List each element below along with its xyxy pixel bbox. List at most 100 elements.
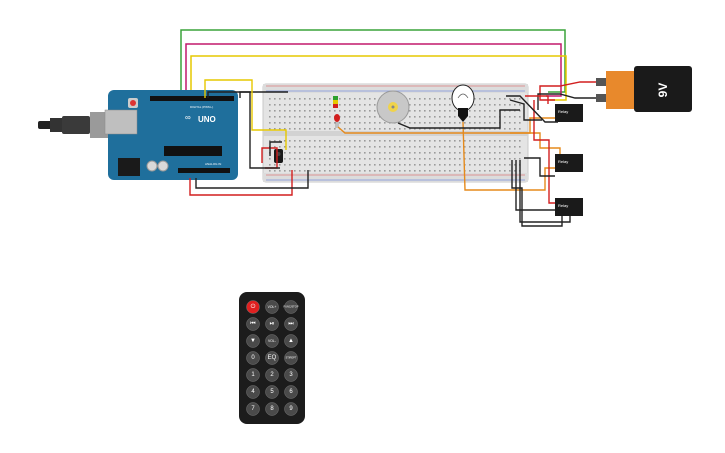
- red-wire-relay-chain[interactable]: [533, 100, 555, 204]
- analog-header: [178, 168, 230, 173]
- digit-1-button-label: 1: [251, 372, 255, 378]
- next-button[interactable]: ⏭: [284, 317, 298, 331]
- digit-7-button-label: 7: [251, 406, 255, 412]
- vol-up-button-circle[interactable]: [265, 300, 279, 314]
- digit-5-button-circle[interactable]: [265, 385, 279, 399]
- black-wire-arduino-left[interactable]: [239, 91, 280, 169]
- battery-9v: 9V: [596, 66, 692, 112]
- up-button[interactable]: ▲: [284, 334, 298, 348]
- digit-2-button[interactable]: 2: [265, 368, 279, 382]
- black-wire-relay-6[interactable]: [509, 99, 542, 121]
- power-button-label: ⏻: [251, 303, 256, 310]
- vol-down-button-label: VOL-: [268, 339, 276, 343]
- digit-8-button-circle[interactable]: [265, 402, 279, 416]
- red-wire-relay-short[interactable]: [525, 95, 549, 104]
- digit-3-button-circle[interactable]: [284, 368, 298, 382]
- down-button-label: ▼: [250, 338, 256, 344]
- led-bar: [333, 96, 338, 108]
- black-wire-gnd-bottom[interactable]: [195, 170, 309, 189]
- ir-remote: ⏻ VOL+ FUNC/STOP ⏮ ⏯ ⏭ ▼ VOL- ▲ 0 EQ ST/REPT 1 2 3 4 5 6 7…: [239, 292, 305, 424]
- down-button[interactable]: ▼: [246, 334, 260, 348]
- vol-down-button-circle[interactable]: [265, 334, 279, 348]
- play-pause-button[interactable]: ⏯: [265, 317, 279, 331]
- black-wire-relay-4[interactable]: [524, 157, 555, 177]
- digit-9-button-label: 9: [289, 406, 293, 412]
- vol-down-button[interactable]: VOL-: [265, 334, 279, 348]
- red-wire-battery[interactable]: [539, 81, 596, 101]
- black-wire-motor[interactable]: [397, 109, 520, 129]
- play-pause-button-circle[interactable]: [265, 317, 279, 331]
- zero-button-circle[interactable]: [246, 351, 260, 365]
- down-button-circle[interactable]: [246, 334, 260, 348]
- light-bulb: [451, 84, 475, 122]
- yellow-wire-ir-signal[interactable]: [204, 79, 287, 150]
- digit-5-button-label: 5: [270, 389, 274, 395]
- orange-wire-breadboard-relay[interactable]: [510, 132, 561, 154]
- digit-1-button-circle[interactable]: [246, 368, 260, 382]
- digital-header-label: DIGITAL (PWM~): [190, 105, 213, 109]
- digit-6-button-label: 6: [289, 389, 293, 395]
- black-wire-relay-5[interactable]: [506, 95, 558, 123]
- digit-8-button[interactable]: 8: [265, 402, 279, 416]
- breadboard-components: [274, 84, 475, 163]
- black-wire-battery[interactable]: [537, 93, 596, 110]
- black-wire-arduino-gnd[interactable]: [207, 91, 288, 98]
- eq-button[interactable]: EQ: [265, 351, 279, 365]
- digit-7-button[interactable]: 7: [246, 402, 260, 416]
- power-button[interactable]: ⏻: [246, 300, 260, 314]
- digit-5-button[interactable]: 5: [265, 385, 279, 399]
- relay-middle-label: Relay: [558, 159, 568, 164]
- digit-8-button-label: 8: [270, 406, 274, 412]
- digit-3-button-label: 3: [289, 372, 293, 378]
- power-jack: [118, 158, 140, 176]
- digit-9-button-circle[interactable]: [284, 402, 298, 416]
- black-wire-relay-1[interactable]: [511, 160, 563, 227]
- play-pause-button-label: ⏯: [270, 321, 275, 327]
- black-wire-ir-gnd[interactable]: [269, 141, 282, 156]
- arduino-brand-label: UNO: [198, 115, 216, 124]
- black-wire-relay-3[interactable]: [519, 160, 571, 223]
- next-button-label: ⏭: [288, 321, 294, 327]
- up-button-circle[interactable]: [284, 334, 298, 348]
- st-rept-button-circle[interactable]: [284, 351, 298, 365]
- power-button-circle[interactable]: [246, 300, 260, 314]
- arduino-logo: ∞: [185, 113, 191, 122]
- func-stop-button[interactable]: FUNC/STOP: [284, 300, 299, 314]
- next-button-circle[interactable]: [284, 317, 298, 331]
- digit-6-button[interactable]: 6: [284, 385, 298, 399]
- reset-button-cap[interactable]: [130, 100, 136, 106]
- st-rept-button[interactable]: ST/REPT: [284, 351, 298, 365]
- digit-2-button-circle[interactable]: [265, 368, 279, 382]
- yellow-wire-top[interactable]: [190, 55, 567, 101]
- zero-button-label: 0: [251, 355, 255, 361]
- eq-button-circle[interactable]: [265, 351, 279, 365]
- green-wire[interactable]: [180, 29, 566, 98]
- relay-middle: Relay: [555, 154, 583, 172]
- red-wire-5v[interactable]: [189, 170, 293, 196]
- magenta-wire[interactable]: [185, 43, 562, 98]
- vol-up-button[interactable]: VOL+: [265, 300, 279, 314]
- ir-receiver: [274, 149, 283, 163]
- atmega-chip: [164, 146, 222, 156]
- prev-button-circle[interactable]: [246, 317, 260, 331]
- digit-9-button[interactable]: 9: [284, 402, 298, 416]
- prev-button[interactable]: ⏮: [246, 317, 260, 331]
- digit-1-button[interactable]: 1: [246, 368, 260, 382]
- st-rept-button-label: ST/REPT: [286, 356, 297, 360]
- digit-7-button-circle[interactable]: [246, 402, 260, 416]
- digit-4-button[interactable]: 4: [246, 385, 260, 399]
- zero-button[interactable]: 0: [246, 351, 260, 365]
- func-stop-button-circle[interactable]: [284, 300, 298, 314]
- analog-header-label: ANALOG IN: [205, 162, 221, 166]
- digit-3-button[interactable]: 3: [284, 368, 298, 382]
- relay-bottom: Relay: [555, 198, 583, 216]
- relay-bottom-label: Relay: [558, 203, 568, 208]
- digit-6-button-circle[interactable]: [284, 385, 298, 399]
- relay-top-label: Relay: [558, 109, 568, 114]
- dc-motor: [376, 90, 410, 124]
- remote-buttons: ⏻ VOL+ FUNC/STOP ⏮ ⏯ ⏭ ▼ VOL- ▲ 0 EQ ST/REPT 1 2 3 4 5 6 7…: [246, 300, 299, 416]
- black-wire-relay-2[interactable]: [515, 160, 555, 211]
- digit-4-button-circle[interactable]: [246, 385, 260, 399]
